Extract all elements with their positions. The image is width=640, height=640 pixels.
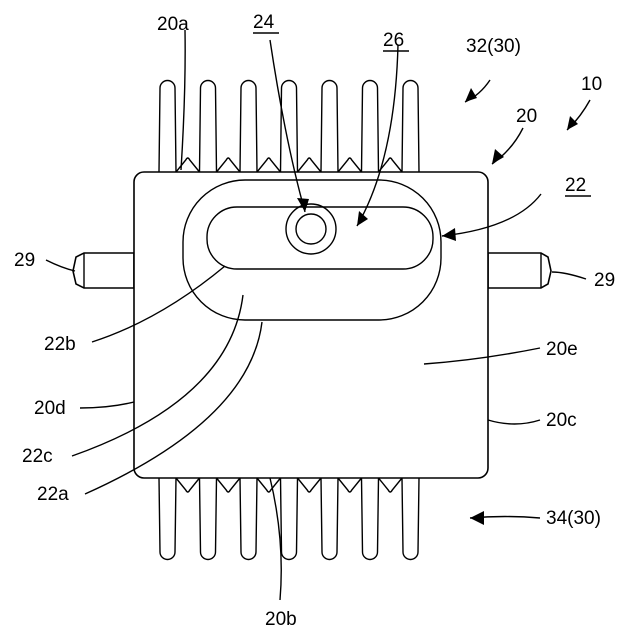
fin-profile [159,81,419,173]
label-34-30: 34(30) [546,508,601,529]
label-20b: 20b [265,609,297,630]
label-20a: 20a [157,14,189,35]
label-20c: 20c [546,410,577,431]
label-24: 24 [253,12,275,33]
label-32-30: 32(30) [466,36,521,57]
right-pin [488,253,551,288]
label-29-left: 29 [14,250,35,271]
label-22c: 22c [22,446,53,467]
lower-fins [159,478,419,560]
label-22a: 22a [37,484,69,505]
fin-profile [159,478,419,560]
label-22: 22 [565,175,586,196]
label-20: 20 [516,106,537,127]
label-20d: 20d [34,398,66,419]
label-10: 10 [581,74,602,95]
label-26: 26 [383,30,404,51]
left-pin [73,253,134,288]
upper-fins [159,81,419,173]
label-20e: 20e [546,339,578,360]
label-29-right: 29 [594,270,615,291]
label-22b: 22b [44,334,76,355]
